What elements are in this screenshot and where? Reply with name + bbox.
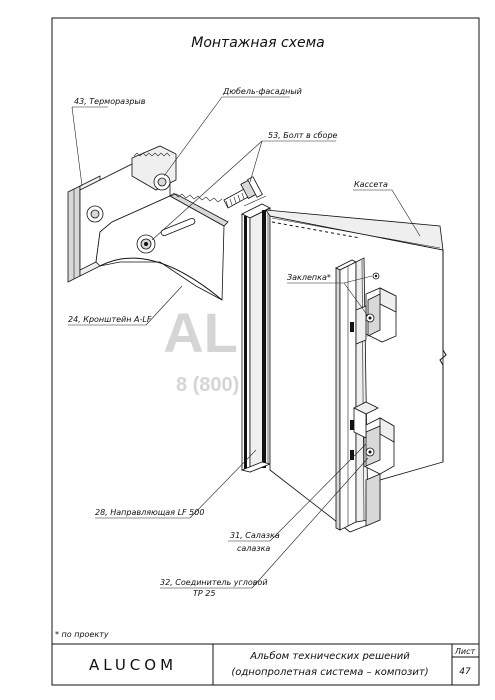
label-bracket: 24, Кронштейн A-LF — [68, 315, 152, 324]
cassette-panel — [265, 209, 447, 533]
album-title-line2: (однопролетная система – композит) — [231, 667, 428, 678]
callouts: 43, Терморазрыв Дюбель-фасадный 53, Болт… — [68, 87, 388, 598]
label-facade-dowel: Дюбель-фасадный — [222, 87, 302, 96]
sheet-number: 47 — [459, 667, 471, 677]
label-thermal-break: 43, Терморазрыв — [74, 97, 146, 106]
label-slide-1: 31, Салазка — [230, 531, 280, 540]
flange-nut — [136, 234, 156, 254]
guide-profile — [240, 203, 272, 473]
label-slide-2: салазка — [237, 544, 270, 553]
album-title-line1: Альбом технических решений — [249, 650, 410, 662]
leader-lines — [68, 96, 421, 589]
title-block: ALUCOM Альбом технических решений (одноп… — [51, 643, 480, 686]
drawing-title: Монтажная схема — [191, 35, 325, 51]
label-cassette: Кассета — [354, 180, 388, 189]
bracket-slot — [160, 217, 196, 237]
label-rivet: Заклепка* — [287, 273, 331, 282]
base-washer — [86, 205, 104, 223]
label-connector-1: 32, Соединитель угловой — [160, 578, 268, 587]
bracket-assembly — [67, 145, 229, 301]
footnote: * по проекту — [55, 630, 109, 639]
upper-slide — [355, 272, 397, 345]
label-guide: 28, Направляющая LF 500 — [95, 508, 204, 517]
bolt-assembly — [223, 176, 263, 209]
sheet-label: Лист — [454, 647, 476, 656]
label-connector-2: TP 25 — [193, 589, 215, 598]
lower-slide — [353, 401, 395, 475]
facade-dowel — [153, 173, 171, 191]
company-name: ALUCOM — [89, 656, 177, 674]
label-bolt: 53, Болт в сборе — [268, 131, 338, 140]
